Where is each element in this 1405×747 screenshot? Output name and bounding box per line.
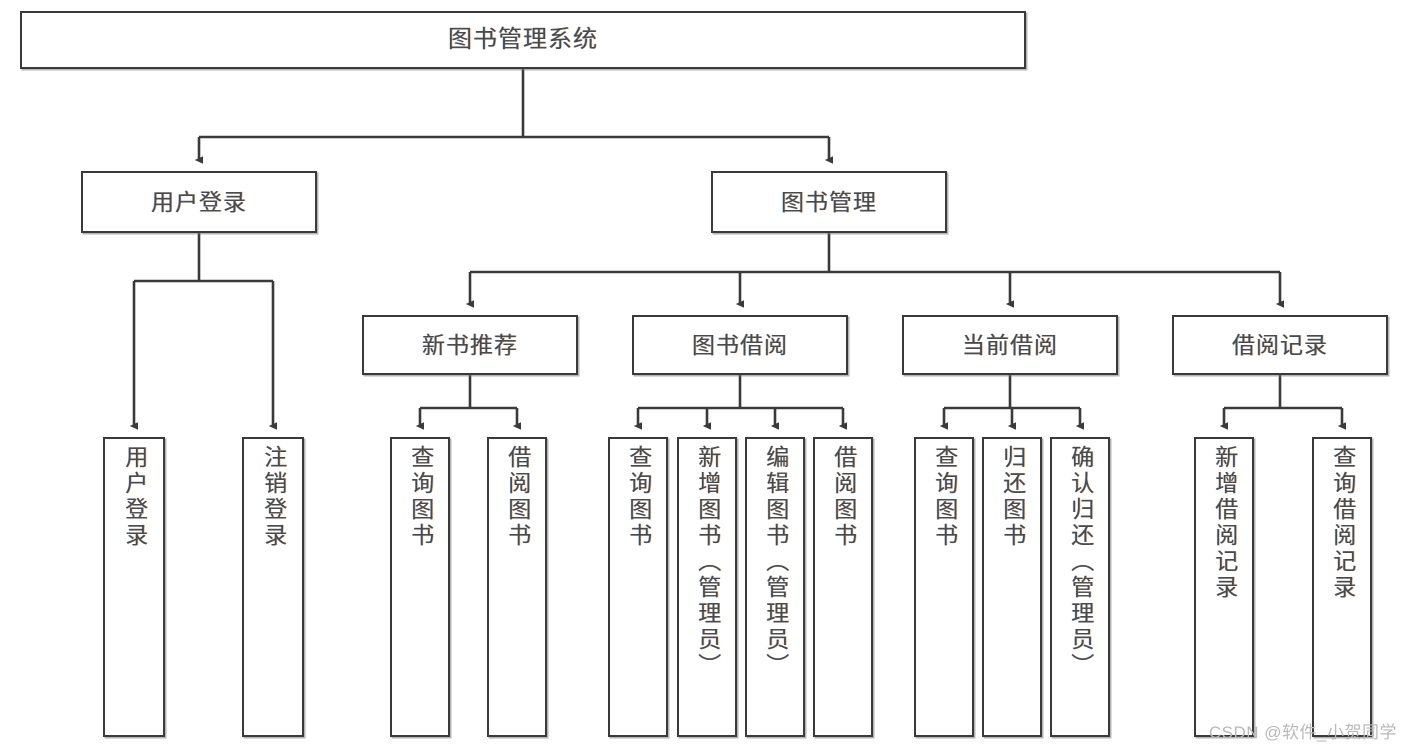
node-bb-borrow-book[interactable]: 借阅图书 — [813, 437, 873, 737]
node-label: 用户登录 — [151, 188, 247, 215]
node-label: 借阅图书 — [504, 445, 531, 549]
node-nbr-query-book[interactable]: 查询图书 — [390, 437, 450, 737]
node-label: 新书推荐 — [422, 331, 518, 358]
node-user-login[interactable]: 用户登录 — [81, 171, 317, 233]
node-nbr-borrow-book[interactable]: 借阅图书 — [487, 437, 547, 737]
node-new-book-recommend[interactable]: 新书推荐 — [362, 315, 578, 375]
node-label: 新增借阅记录 — [1211, 445, 1238, 601]
node-bb-edit-book[interactable]: 编辑图书（管理员） — [745, 437, 805, 737]
node-label: 确认归还（管理员） — [1067, 445, 1094, 679]
node-label: 查询图书 — [625, 445, 652, 549]
csdn-watermark: CSDN @软件_小贺同学 — [1208, 723, 1397, 742]
node-br-add-record[interactable]: 新增借阅记录 — [1194, 437, 1254, 737]
node-cb-confirm-return[interactable]: 确认归还（管理员） — [1050, 437, 1110, 737]
node-label: 查询图书 — [931, 445, 958, 549]
node-book-borrow[interactable]: 图书借阅 — [632, 315, 848, 375]
node-label: 借阅记录 — [1232, 331, 1328, 358]
node-label: 注销登录 — [260, 445, 287, 549]
node-label: 图书借阅 — [692, 331, 788, 358]
node-root-system[interactable]: 图书管理系统 — [20, 11, 1026, 69]
node-bb-add-book[interactable]: 新增图书（管理员） — [677, 437, 737, 737]
node-label: 图书管理系统 — [448, 26, 598, 54]
node-user-login-do[interactable]: 用户登录 — [103, 437, 165, 737]
node-label: 查询图书 — [407, 445, 434, 549]
node-label: 图书管理 — [781, 188, 877, 215]
node-label: 当前借阅 — [962, 331, 1058, 358]
node-user-logout[interactable]: 注销登录 — [242, 437, 304, 737]
node-cb-return-book[interactable]: 归还图书 — [982, 437, 1042, 737]
node-label: 查询借阅记录 — [1329, 445, 1356, 601]
node-book-manage[interactable]: 图书管理 — [711, 171, 947, 233]
node-label: 编辑图书（管理员） — [762, 445, 789, 679]
node-label: 用户登录 — [121, 445, 148, 549]
node-label: 借阅图书 — [830, 445, 857, 549]
node-cb-query-book[interactable]: 查询图书 — [914, 437, 974, 737]
node-label: 归还图书 — [999, 445, 1026, 549]
node-borrow-record[interactable]: 借阅记录 — [1172, 315, 1388, 375]
node-label: 新增图书（管理员） — [694, 445, 721, 679]
node-bb-query-book[interactable]: 查询图书 — [608, 437, 668, 737]
node-current-borrow[interactable]: 当前借阅 — [902, 315, 1118, 375]
node-br-query-record[interactable]: 查询借阅记录 — [1312, 437, 1372, 737]
